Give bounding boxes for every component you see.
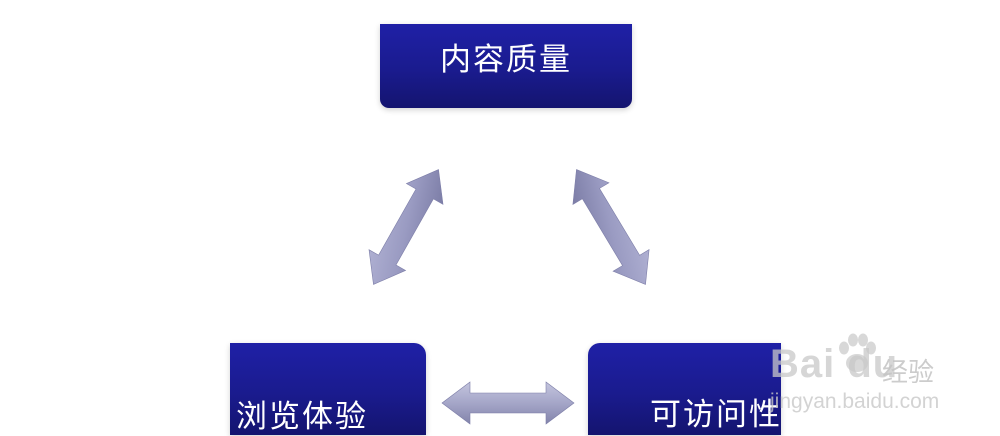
watermark-sub: 经验: [882, 358, 935, 388]
double-arrow-top-left: [368, 169, 444, 285]
watermark-brand: Bai du: [770, 342, 899, 386]
watermark-url: jingyan.baidu.com: [770, 390, 940, 413]
paw-icon: [839, 333, 876, 372]
node-content-quality-label: 内容质量: [440, 42, 572, 78]
node-browsing-experience: 浏览体验: [230, 343, 426, 435]
node-accessibility-label: 可访问性: [650, 397, 782, 433]
double-arrow-top-right: [572, 169, 650, 285]
node-content-quality: 内容质量: [380, 24, 632, 108]
node-accessibility: 可访问性: [588, 343, 781, 435]
node-browsing-experience-label: 浏览体验: [236, 399, 368, 435]
double-arrow-left-right: [441, 381, 575, 425]
baidu-jingyan-watermark: Bai du 经验 jingyan.baidu.com: [770, 328, 995, 423]
